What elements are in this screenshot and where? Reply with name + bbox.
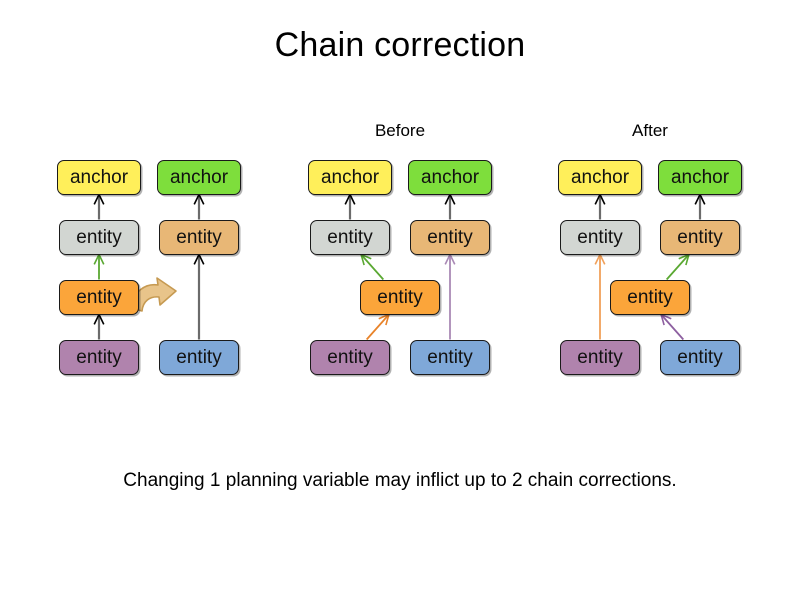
- chain-node-anchor[interactable]: anchor: [57, 159, 141, 195]
- chain-edge-arrow: [660, 313, 685, 341]
- panel-label-after: After: [632, 121, 668, 140]
- chain-node-anchor[interactable]: anchor: [157, 159, 241, 195]
- chain-node-entity[interactable]: entity: [660, 219, 740, 255]
- chain-node-entity[interactable]: entity: [560, 339, 640, 375]
- chain-node-entity[interactable]: entity: [159, 219, 239, 255]
- chain-edge-arrow: [93, 254, 105, 280]
- chain-node-entity[interactable]: entity: [59, 339, 139, 375]
- page-title: Chain correction: [274, 26, 526, 64]
- chain-node-anchor[interactable]: anchor: [308, 159, 392, 195]
- chain-node-entity[interactable]: entity: [310, 339, 390, 375]
- chain-edge-arrow: [365, 313, 390, 341]
- chain-node-entity[interactable]: entity: [660, 339, 740, 375]
- panel-label-before: Before: [374, 121, 426, 140]
- chain-edge-arrow: [594, 194, 606, 220]
- chain-edge-arrow: [444, 194, 456, 220]
- chain-edge-arrow: [93, 194, 105, 220]
- chain-node-entity[interactable]: entity: [59, 279, 139, 315]
- chain-node-entity[interactable]: entity: [360, 279, 440, 315]
- chain-node-entity[interactable]: entity: [159, 339, 239, 375]
- chain-edge-arrow: [93, 314, 105, 340]
- chain-edge-arrow: [444, 254, 456, 340]
- chain-node-anchor[interactable]: anchor: [658, 159, 742, 195]
- chain-node-entity[interactable]: entity: [310, 219, 390, 255]
- chain-edge-arrow: [665, 253, 690, 281]
- chain-edge-arrow: [360, 253, 385, 281]
- chain-node-entity[interactable]: entity: [410, 339, 490, 375]
- chain-edge-arrow: [694, 194, 706, 220]
- chain-edge-arrow: [193, 254, 205, 340]
- slide-caption: Changing 1 planning variable may inflict…: [123, 470, 677, 491]
- chain-node-entity[interactable]: entity: [410, 219, 490, 255]
- chain-node-entity[interactable]: entity: [560, 219, 640, 255]
- chain-edge-arrow: [594, 254, 606, 340]
- chain-node-entity[interactable]: entity: [59, 219, 139, 255]
- chain-edge-arrow: [344, 194, 356, 220]
- chain-node-entity[interactable]: entity: [610, 279, 690, 315]
- chain-edge-arrow: [193, 194, 205, 220]
- chain-node-anchor[interactable]: anchor: [558, 159, 642, 195]
- chain-node-anchor[interactable]: anchor: [408, 159, 492, 195]
